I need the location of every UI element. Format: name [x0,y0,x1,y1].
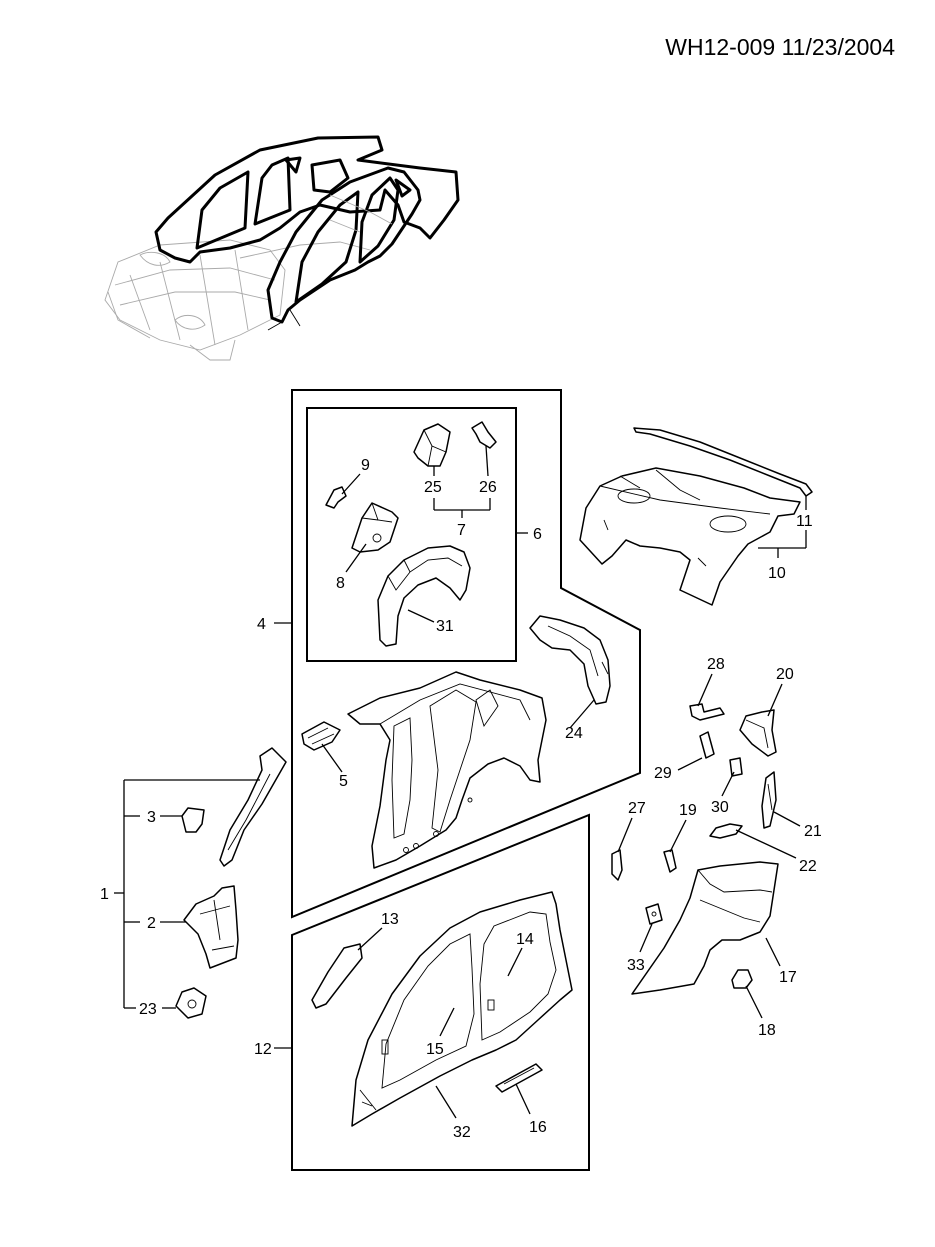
part-26-reinforcement [471,421,497,449]
group-box-7 [306,407,517,662]
part-28-bracket [689,703,725,721]
part-10-rear-shelf-panel [579,467,801,606]
part-23-bracket [175,987,207,1019]
callout-17: 17 [779,969,797,986]
callout-26: 26 [479,479,497,496]
callout-29: 29 [654,765,672,782]
callout-33: 33 [627,957,645,974]
part-17-outer-quarter-panel [631,861,779,995]
callout-30: 30 [711,799,729,816]
callout-labels: 1 2 3 4 5 6 7 8 9 10 11 12 13 14 15 16 1… [100,457,822,1141]
callout-6: 6 [533,526,542,543]
callout-16: 16 [529,1119,547,1136]
part-20-bracket [739,709,777,757]
part-31-inner-wheelhouse [377,545,471,647]
callout-27: 27 [628,800,646,817]
callout-19: 19 [679,802,697,819]
part-3-bracket [181,807,205,833]
part-16-rocker-reinforcement [495,1063,543,1093]
callout-24: 24 [565,725,583,742]
callout-7: 7 [457,522,466,539]
part-2-pillar-reinforcement [183,885,239,969]
part-27-bracket [611,849,623,881]
part-19-bracket [663,849,677,873]
diagram-code-date: WH12-009 11/23/2004 [665,34,895,60]
callout-4: 4 [257,616,266,633]
part-24-reinforcement [529,615,611,705]
group-box-4 [291,389,641,919]
part-4-inner-quarter-panel [347,671,547,869]
part-8-bracket [351,502,399,553]
car-body-overview [104,135,460,361]
callout-9: 9 [361,457,370,474]
part-1-pillar-upper [219,747,287,867]
part-30-bracket [729,757,743,777]
callout-12: 12 [254,1041,272,1058]
callout-21: 21 [804,823,822,840]
part-33-bracket [645,903,663,925]
callout-11: 11 [796,513,813,530]
part-21-bracket [761,771,777,829]
callout-15: 15 [426,1041,444,1058]
callout-13: 13 [381,911,399,928]
callout-25: 25 [424,479,442,496]
callout-5: 5 [339,773,348,790]
group-box-12 [291,813,590,1171]
callout-2: 2 [147,915,156,932]
callout-3: 3 [147,809,156,826]
part-13-reinforcement [311,943,363,1009]
callout-20: 20 [776,666,794,683]
callout-10: 10 [768,565,786,582]
leader-lines [114,445,807,1119]
part-29-bracket [699,731,715,759]
callout-1: 1 [100,886,109,903]
callout-18: 18 [758,1022,776,1039]
callout-31: 31 [436,618,454,635]
callout-23: 23 [139,1001,157,1018]
callout-32: 32 [453,1124,471,1141]
part-18-cap [731,969,753,989]
part-22-bracket [709,823,743,839]
callout-8: 8 [336,575,345,592]
part-32-outer-side-panel [351,891,573,1127]
callout-28: 28 [707,656,725,673]
part-25-reinforcement [413,423,451,467]
callout-22: 22 [799,858,817,875]
callout-14: 14 [516,931,534,948]
part-5-reinforcement [301,721,341,751]
part-9-bracket [325,486,347,509]
